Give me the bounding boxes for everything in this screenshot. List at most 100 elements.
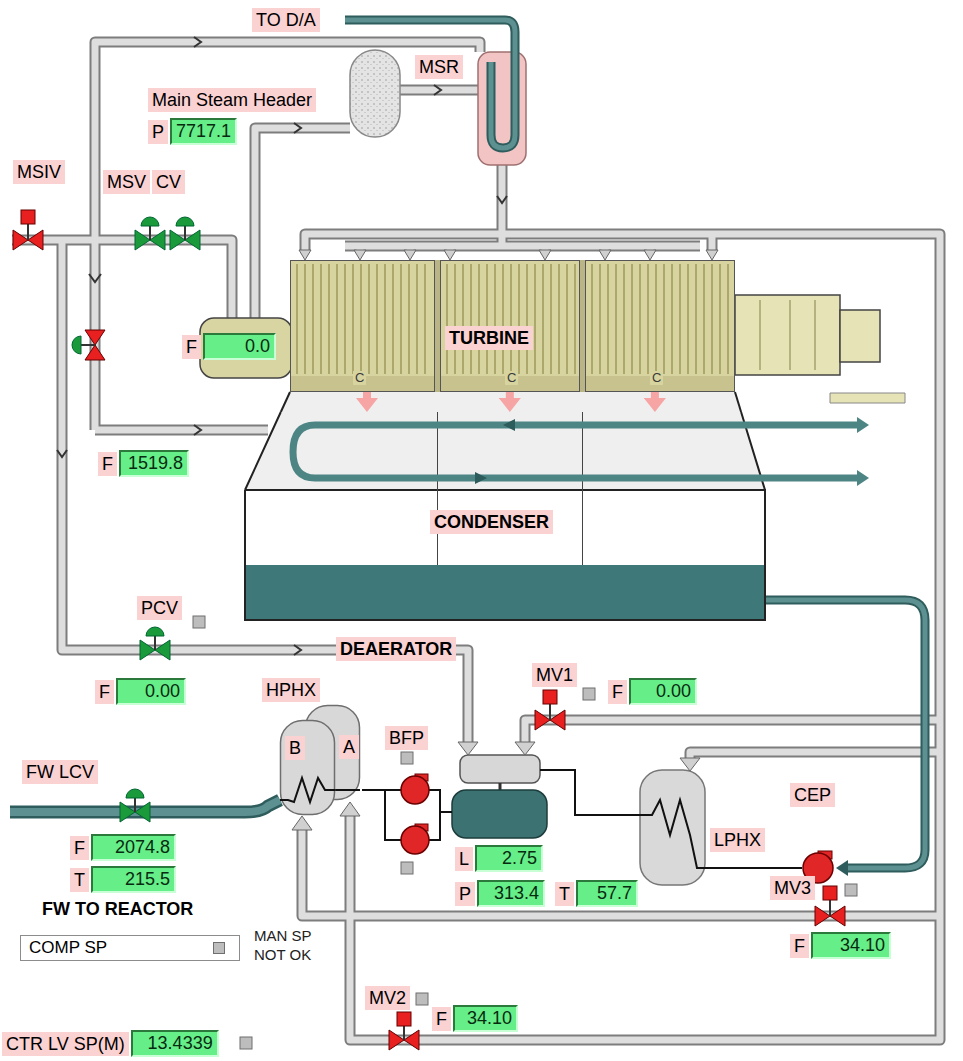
bypass-valve-body <box>85 345 105 360</box>
casing-stripe <box>631 264 633 374</box>
turbine-inlet-arrow <box>404 250 416 260</box>
casing-mark: C <box>650 371 663 385</box>
valve-stem <box>27 224 29 240</box>
tube-flow-arrow <box>475 472 487 484</box>
flow-chevron <box>497 196 507 203</box>
casing-stripe <box>312 264 314 374</box>
casing-mark: C <box>505 371 518 385</box>
valve-actuator <box>543 690 557 704</box>
casing-stripe <box>360 264 362 374</box>
msiv-valve-body <box>13 230 28 250</box>
lphx-tube <box>640 800 705 868</box>
condensate-line <box>705 867 802 869</box>
label-slot: TO D/A <box>252 8 320 32</box>
text-slot: C <box>353 368 366 386</box>
casing-stripe <box>615 264 617 374</box>
setpoint-mode-box: COMP SP <box>20 935 240 961</box>
readout-row: T57.7 <box>555 880 638 907</box>
valve-tag: FW LCV <box>22 760 98 784</box>
valve-actuator <box>72 336 81 354</box>
turbine-inlet-arrow <box>354 250 366 260</box>
casing-stripe <box>550 264 552 374</box>
readout-tag: F <box>182 335 201 359</box>
readout-tag: F <box>95 680 114 704</box>
exhaust-arrow <box>506 392 514 404</box>
label-slot: MV2 <box>365 986 410 1010</box>
casing-stripe <box>328 264 330 374</box>
readout-value: 7717.1 <box>170 118 237 145</box>
readout-value: 13.4339 <box>131 1030 219 1057</box>
msiv-valve-body <box>28 230 43 250</box>
valve-stem <box>829 900 831 916</box>
casing-stripe <box>384 264 386 374</box>
readout-heading: Main Steam Header <box>148 88 316 112</box>
casing-stripe <box>534 264 536 374</box>
turbine-inlet-arrow <box>706 250 718 260</box>
readout-row: F34.10 <box>432 1005 518 1032</box>
casing-stripe <box>510 264 512 374</box>
valve-stem <box>81 344 95 346</box>
msv-valve-body <box>135 230 150 250</box>
valve-tag: MV1 <box>532 663 577 687</box>
readout: F1519.8 <box>98 450 189 477</box>
readout-row: L2.75 <box>455 845 543 872</box>
casing-stripe <box>687 264 689 374</box>
readout: F0.0 <box>182 333 276 360</box>
equipment-name: TURBINE <box>445 326 533 350</box>
valve-actuator <box>823 886 837 900</box>
casing-stripe <box>400 264 402 374</box>
readout: L2.75 <box>455 845 543 872</box>
casing-stripe <box>486 264 488 374</box>
setpoint-mode-text: COMP SP <box>21 936 107 960</box>
mv3-valve-body <box>815 906 830 926</box>
readout-row: F2074.8 <box>70 834 176 861</box>
readout-value: 34.10 <box>453 1005 518 1032</box>
heater-shell <box>281 721 335 815</box>
casing-stripe <box>703 264 705 374</box>
readout: CTR LV SP(M)13.4339 <box>2 1030 219 1057</box>
tube-end-arrow <box>857 417 869 433</box>
casing-stripe <box>719 264 721 374</box>
valve-actuator <box>21 210 35 224</box>
text-slot: A <box>339 735 359 759</box>
readout-tag: F <box>98 452 117 476</box>
label-slot: MSR <box>415 55 463 79</box>
toggle-square <box>240 1037 252 1049</box>
label-slot: FW TO REACTOR <box>40 898 195 920</box>
equipment-tag: LPHX <box>710 828 765 852</box>
casing-stripe <box>502 264 504 374</box>
generator-rib <box>814 300 816 370</box>
shell-letter: B <box>285 736 305 760</box>
vessel-shape <box>280 720 335 815</box>
heater-tube <box>335 789 360 791</box>
casing-stripe <box>478 264 480 374</box>
toggle-square <box>583 688 595 700</box>
generator <box>735 295 840 375</box>
cv-valve-body <box>170 230 185 250</box>
label-slot: MSV <box>103 170 150 194</box>
casing-stripe <box>376 264 378 374</box>
casing-stripe <box>462 264 464 374</box>
status-note: MAN SP NOT OK <box>252 926 320 964</box>
valve-tag: MV2 <box>365 986 410 1010</box>
text-slot: B <box>285 736 305 760</box>
readout-tag: F <box>608 680 627 704</box>
label-slot: MV1 <box>532 663 577 687</box>
toggle-square <box>193 616 205 628</box>
flow-chevron <box>294 123 301 133</box>
fw-lcv-valve-body <box>135 802 150 822</box>
valve-actuator <box>126 789 144 798</box>
hp-heater-shell: B <box>280 720 335 815</box>
casing-stripe <box>566 264 568 374</box>
turbine-inlet-arrow <box>299 250 311 260</box>
pump-tag: BFP <box>385 726 428 750</box>
casing-stripe <box>352 264 354 374</box>
label-slot: LPHX <box>710 828 765 852</box>
label-slot: MV3 <box>770 876 815 900</box>
valve-stem <box>149 226 151 240</box>
valve-tag: MSV <box>103 170 150 194</box>
casing-stripe <box>663 264 665 374</box>
heater-tube <box>280 778 335 802</box>
readout: T215.5 <box>70 866 176 893</box>
condenser-neck-edge <box>281 392 290 412</box>
